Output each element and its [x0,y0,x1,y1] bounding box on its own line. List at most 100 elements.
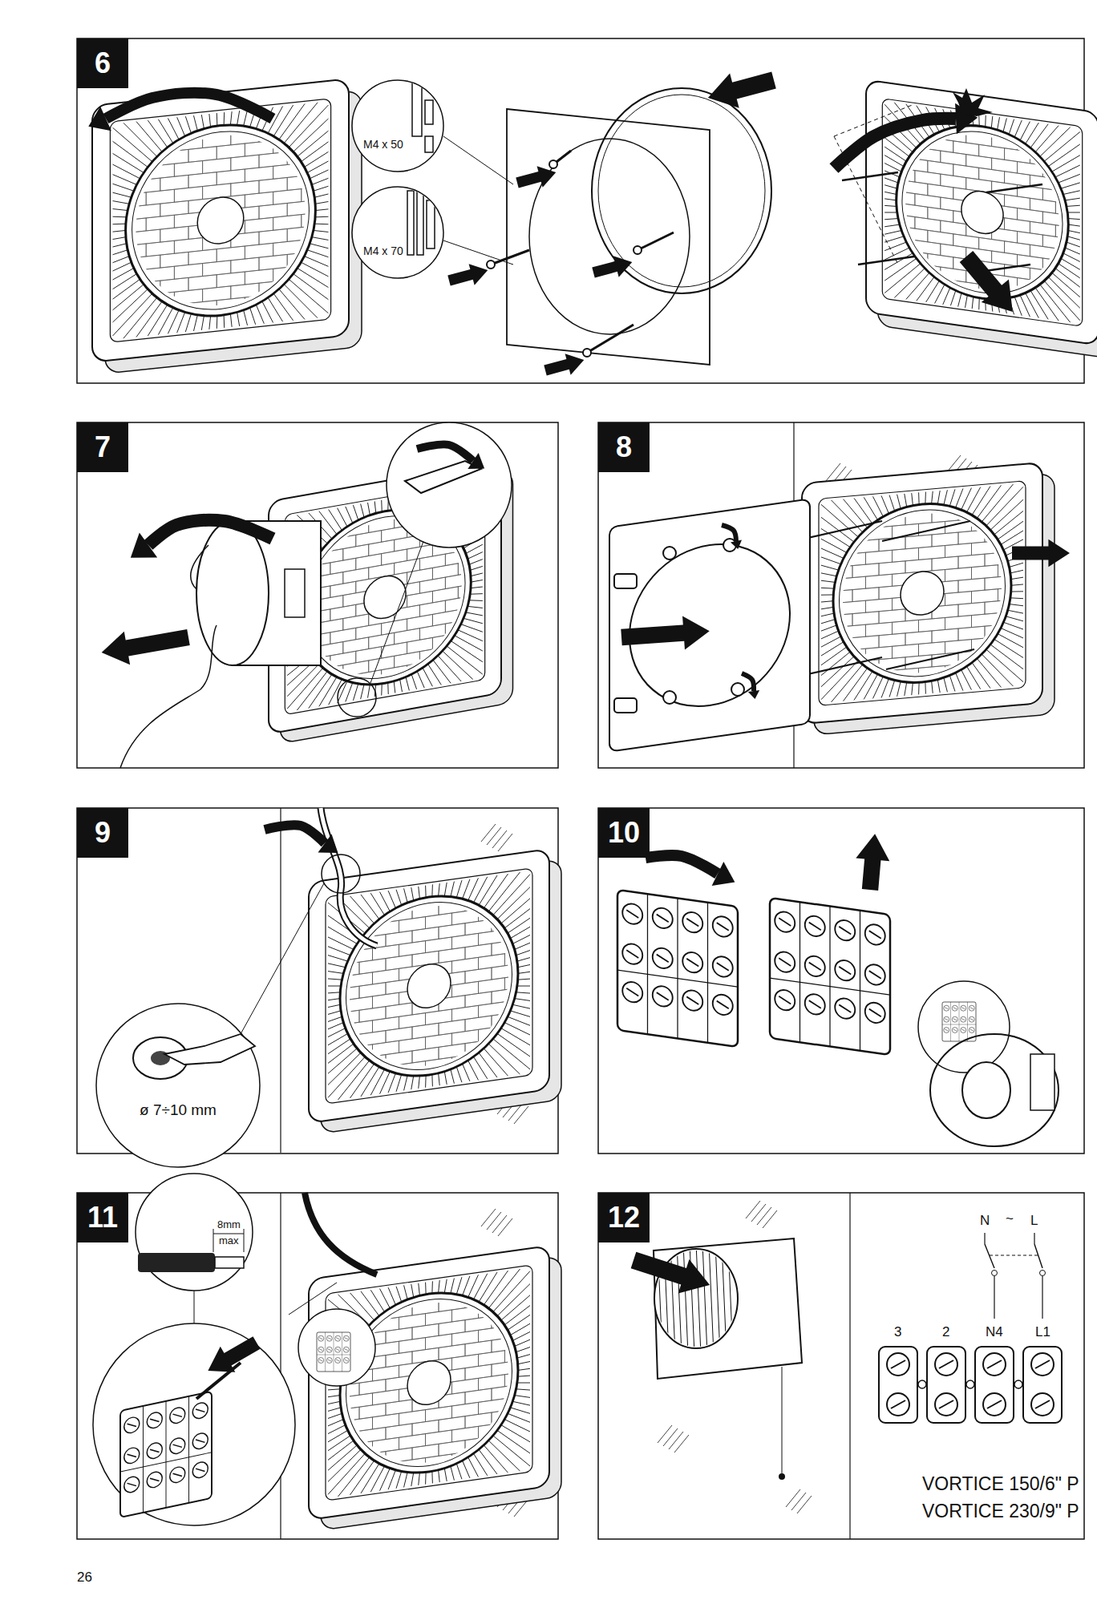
terminal-screw [192,1461,208,1480]
terminal-block [617,890,738,1048]
brick [259,125,288,142]
brick [332,1455,360,1472]
brick [359,1428,386,1445]
block-arrow [853,832,892,891]
terminal-screw [951,1028,958,1034]
frame-rib [113,256,130,264]
brick [332,986,360,1003]
frame-rib [943,489,948,506]
brick [470,638,497,655]
frame-rib [193,115,198,132]
screw-slot [656,992,669,1001]
frame-rib [514,1393,531,1401]
brick [332,1431,360,1448]
screw-slot [716,1001,729,1010]
brick [465,1412,492,1429]
brick [287,123,316,140]
grille-bar [689,1242,695,1356]
terminal-screw [774,988,795,1012]
brick [372,1461,400,1478]
brick [465,1316,492,1333]
frame-rib [518,978,531,981]
step-number: 11 [87,1203,118,1233]
brick [918,666,946,681]
frame-rib [243,309,248,326]
step-10-art [617,832,1059,1147]
frame-rib [193,315,198,332]
frame-rib [309,241,328,251]
brick [518,912,545,929]
frame-rib [157,117,173,146]
plate-detail [407,190,435,256]
frame-rib [311,178,329,185]
frame-rib [313,186,329,191]
brick [505,1443,532,1460]
screw-slot [869,1009,882,1018]
frame-rib [1008,118,1014,136]
divider [859,910,861,1052]
grommet-highlight [321,854,361,894]
frame-rib [113,149,145,176]
frame-rib [518,1368,531,1371]
brick [889,143,915,159]
brick [958,505,985,521]
duct-hole [197,194,244,247]
brick [971,661,999,677]
wire [993,1276,995,1320]
brick [452,1029,479,1046]
frame-rib [470,580,483,583]
frame-rib [444,1279,447,1294]
brick [491,963,519,980]
frame-rib [884,198,897,201]
brick [372,1064,400,1081]
frame-rib [1055,268,1081,288]
frame-rib [986,646,1024,686]
brick [412,1023,439,1040]
screw-slot [335,1360,340,1362]
frame-rib [821,607,834,609]
brick [452,1053,479,1070]
frame-rib [463,615,483,628]
curved-arrow [721,525,737,542]
divider [165,1401,167,1509]
inset-circle [93,1323,296,1527]
terminal-cell [975,1347,1014,1424]
screw-size: M4 x 50 [363,137,404,151]
frame-rib [328,507,343,534]
arrow-head [712,862,736,887]
plate-section [412,80,422,137]
terminal-screw [805,993,826,1017]
terminal-screw [682,989,703,1013]
brick [359,910,386,927]
frame-rib [360,1289,380,1320]
wall-hatch [751,1204,766,1223]
frame-rib [327,1420,344,1427]
screw-slot [939,1360,954,1369]
screw-slot [961,1029,965,1032]
screw-slot [149,1417,159,1425]
screw-slot [173,1412,183,1420]
brick [385,1424,413,1441]
brick [465,919,492,936]
frame-rib [177,116,186,138]
screw-slot [195,1438,205,1446]
frame-rib [889,680,895,698]
brick [465,1340,492,1357]
terminal-screw [124,1446,140,1466]
screw-slot [809,922,822,932]
frame-rib [884,234,904,246]
duct-hole [407,961,451,1012]
frame-rib [370,1069,385,1096]
brick [518,1309,545,1326]
frame-ring [132,122,310,319]
brick [478,954,506,971]
brick [478,1050,506,1067]
brick [412,902,439,919]
frame-rib [309,170,328,179]
screw-slot [716,922,729,932]
frame-rib [512,1399,531,1409]
brick [132,152,161,169]
frame-rib [518,1375,531,1378]
brick [452,933,479,950]
frame-rib [967,665,981,691]
